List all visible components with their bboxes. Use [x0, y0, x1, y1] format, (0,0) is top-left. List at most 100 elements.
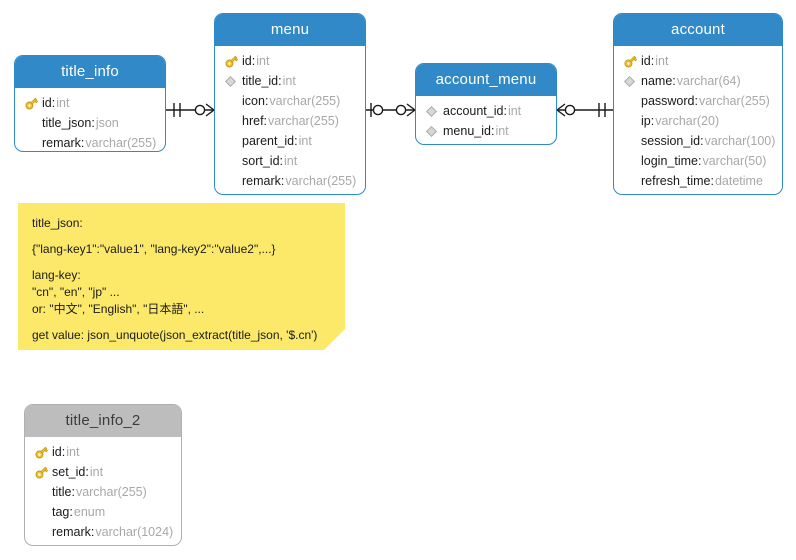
field-type: varchar(1024)	[95, 525, 174, 539]
field-name: remark	[242, 174, 281, 188]
field-row[interactable]: sort_id:int	[223, 151, 357, 171]
field-row[interactable]: set_id:int	[33, 462, 173, 482]
field-separator: :	[710, 174, 714, 188]
field-type: varchar(255)	[285, 174, 357, 188]
field-row[interactable]: remark:varchar(255)	[223, 171, 357, 191]
field-row[interactable]: session_id:varchar(100)	[622, 131, 775, 151]
note-line: or: "中文", "English", "日本語", ...	[32, 302, 205, 316]
field-name: title_id	[242, 74, 279, 88]
field-name: icon	[242, 94, 265, 108]
field-name: sort_id	[242, 154, 280, 168]
field-type: int	[495, 124, 509, 138]
field-row[interactable]: name:varchar(64)	[622, 71, 774, 91]
field-separator: :	[263, 114, 268, 128]
field-name: account_id	[443, 104, 504, 118]
field-row[interactable]: ip:varchar(20)	[622, 111, 774, 131]
field-name: login_time	[641, 154, 698, 168]
field-separator: :	[51, 96, 56, 110]
field-type: varchar(255)	[85, 136, 157, 150]
field-row[interactable]: account_id:int	[424, 101, 548, 121]
field-name: menu_id	[443, 124, 491, 138]
field-row[interactable]: title_id:int	[223, 71, 357, 91]
field-type: json	[95, 116, 119, 130]
field-name: session_id	[641, 134, 701, 148]
field-separator: :	[503, 104, 507, 118]
field-name: id	[42, 96, 52, 110]
field-row[interactable]: title_json:json	[23, 113, 157, 133]
field-type: int	[298, 134, 312, 148]
field-icon-none	[23, 135, 40, 152]
field-row[interactable]: menu_id:int	[424, 121, 548, 141]
field-row[interactable]: remark:varchar(1024)	[33, 522, 173, 542]
field-separator: :	[71, 485, 75, 499]
foreign-key-icon	[424, 103, 441, 120]
field-row[interactable]: id:int	[622, 51, 774, 71]
field-row[interactable]: refresh_time:datetime	[622, 171, 774, 191]
field-row[interactable]: id:int	[223, 51, 357, 71]
field-name: ip	[641, 114, 651, 128]
field-icon-none	[622, 173, 639, 190]
field-name: parent_id	[242, 134, 295, 148]
field-row[interactable]: password:varchar(255)	[622, 91, 774, 111]
field-type: datetime	[714, 174, 763, 188]
entity-title-account: account	[614, 14, 782, 46]
field-row[interactable]: id:int	[33, 442, 173, 462]
field-icon-none	[622, 93, 639, 110]
field-type: int	[284, 154, 298, 168]
field-separator: :	[90, 525, 95, 539]
entity-title-title_info_2: title_info_2	[25, 405, 181, 437]
field-separator: :	[694, 94, 698, 108]
field-row[interactable]: parent_id:int	[223, 131, 357, 151]
note-line: {"lang-key1":"value1", "lang-key2":"valu…	[32, 242, 276, 256]
note-line: lang-key:	[32, 268, 81, 282]
entity-title-account_menu: account_menu	[416, 64, 556, 96]
field-name: title	[52, 485, 72, 499]
field-row[interactable]: login_time:varchar(50)	[622, 151, 774, 171]
primary-key-icon	[622, 53, 639, 70]
field-name: id	[641, 54, 651, 68]
field-name: title_json	[42, 116, 92, 130]
note-line: title_json:	[32, 216, 83, 230]
field-type: int	[282, 74, 296, 88]
field-icon-none	[223, 133, 240, 150]
sticky-note[interactable]: title_json: {"lang-key1":"value1", "lang-…	[18, 203, 345, 350]
field-separator: :	[279, 154, 284, 168]
field-row[interactable]: remark:varchar(255)	[23, 133, 157, 152]
field-row[interactable]: href:varchar(255)	[223, 111, 357, 131]
field-separator: :	[85, 465, 89, 479]
field-separator: :	[490, 124, 495, 138]
field-row[interactable]: icon:varchar(255)	[223, 91, 357, 111]
primary-key-icon	[33, 464, 50, 481]
field-icon-none	[223, 113, 240, 130]
field-type: varchar(255)	[698, 94, 770, 108]
field-type: int	[655, 54, 669, 68]
field-type: int	[56, 96, 70, 110]
field-row[interactable]: title:varchar(255)	[33, 482, 173, 502]
foreign-key-icon	[622, 73, 639, 90]
relationship-title_info-menu	[166, 103, 215, 117]
field-type: int	[256, 54, 270, 68]
field-type: varchar(50)	[702, 154, 767, 168]
field-row[interactable]: tag:enum	[33, 502, 173, 522]
field-separator: :	[91, 116, 95, 130]
field-type: varchar(255)	[75, 485, 147, 499]
field-separator: :	[700, 134, 704, 148]
field-name: href	[242, 114, 264, 128]
field-name: remark	[52, 525, 91, 539]
field-icon-none	[622, 133, 639, 150]
field-row[interactable]: id:int	[23, 93, 157, 113]
field-name: set_id	[52, 465, 86, 479]
field-separator: :	[264, 94, 269, 108]
field-separator: :	[251, 54, 256, 68]
entity-title-menu: menu	[215, 14, 365, 46]
primary-key-icon	[223, 53, 240, 70]
field-name: refresh_time	[641, 174, 711, 188]
